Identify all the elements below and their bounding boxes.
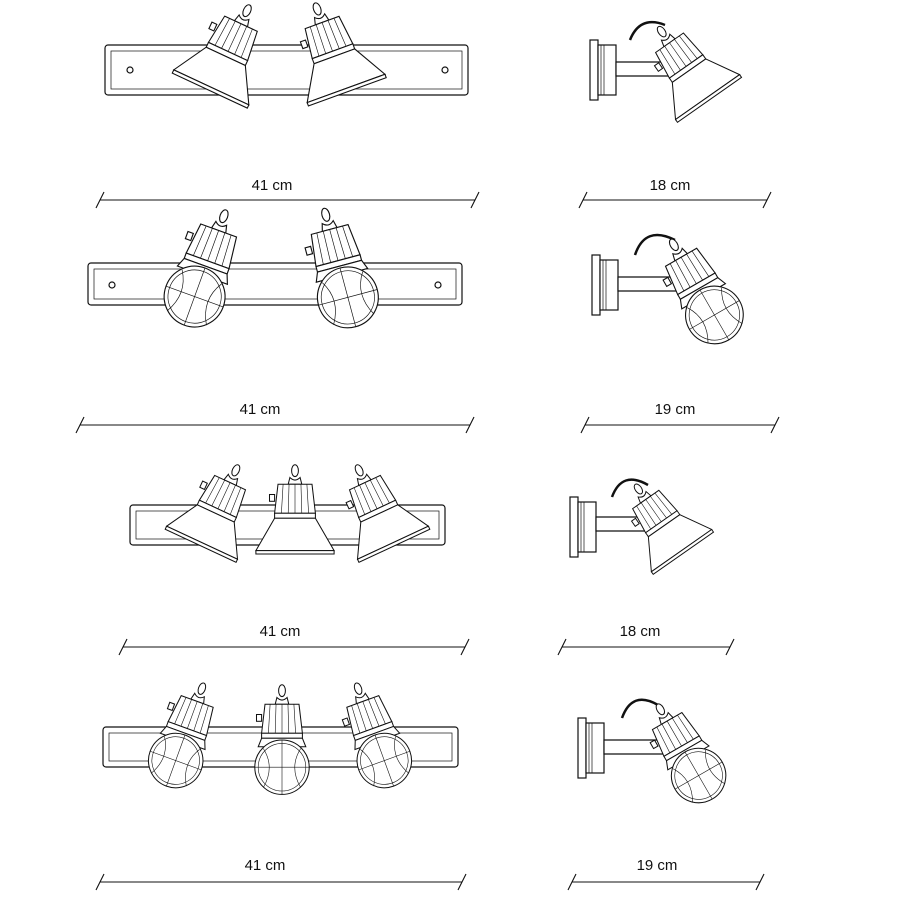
row-3: 41 cm 18 cm (118, 448, 735, 656)
row-4: 41 cm 19 cm (95, 674, 765, 891)
front-view (102, 674, 459, 796)
side-view (569, 463, 713, 574)
side-view (577, 691, 736, 813)
width-label: 41 cm (240, 401, 281, 418)
screw-hole (108, 281, 116, 289)
depth-label: 19 cm (637, 857, 678, 874)
mounting-plate (104, 44, 469, 96)
screw-hole (434, 281, 442, 289)
depth-label: 19 cm (655, 401, 696, 418)
front-view (129, 448, 446, 562)
front-view (87, 200, 463, 336)
screw-hole (126, 66, 134, 74)
depth-label: 18 cm (650, 177, 691, 194)
side-view (591, 225, 754, 354)
cable (628, 20, 666, 41)
cable (620, 698, 659, 719)
cable (633, 233, 676, 256)
cable (610, 478, 649, 498)
front-view (104, 0, 469, 108)
depth-label: 18 cm (620, 623, 661, 640)
side-view (589, 4, 742, 122)
width-label: 41 cm (252, 177, 293, 194)
row-2: 41 cm 19 cm (75, 200, 780, 434)
width-label: 41 cm (260, 623, 301, 640)
row-1: 41 cm 18 cm (95, 0, 772, 209)
spotlight (255, 685, 309, 795)
screw-hole (441, 66, 449, 74)
width-label: 41 cm (245, 857, 286, 874)
